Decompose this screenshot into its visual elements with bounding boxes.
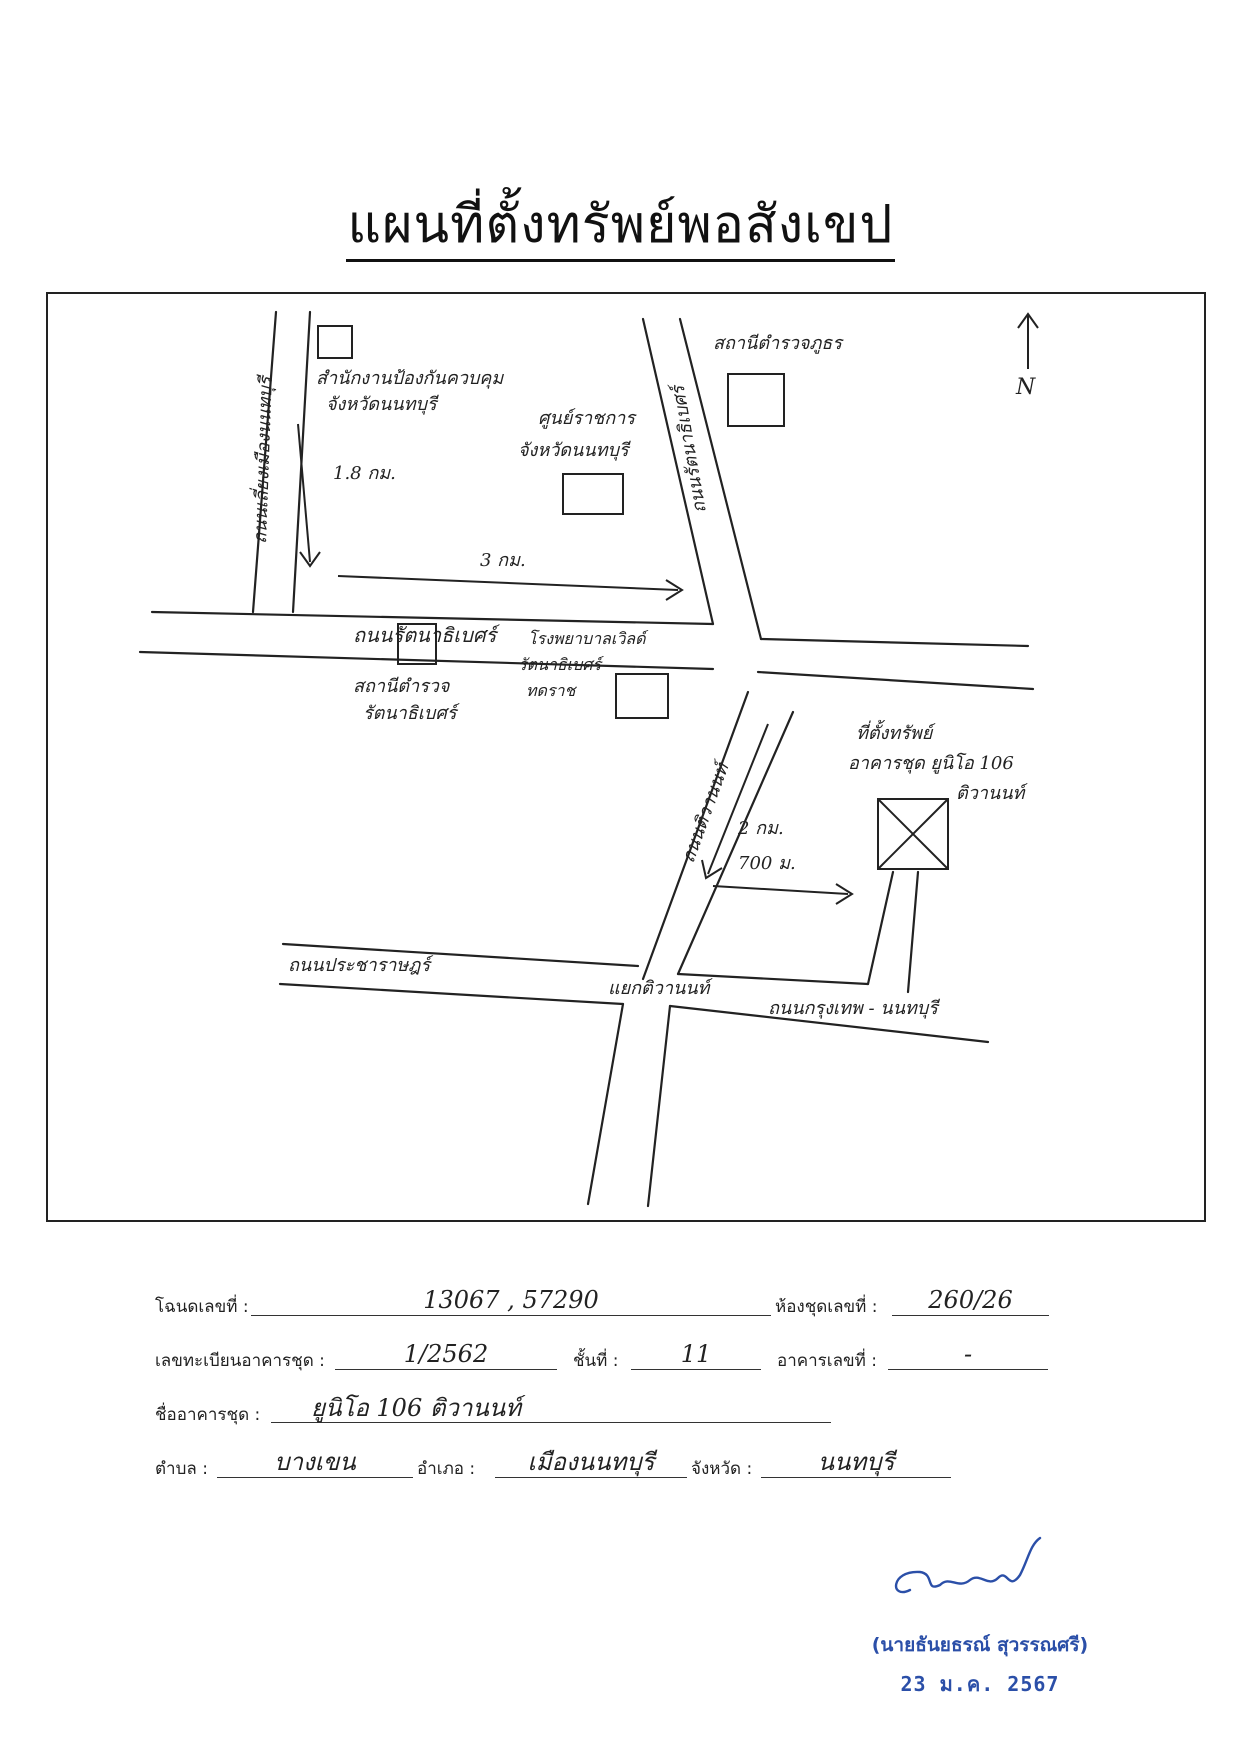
road-tiwanon-edge-1	[641, 690, 750, 981]
label-road-bottom-right: ถนนกรุงเทพ - นนทบุรี	[768, 998, 941, 1019]
reg-value: 1/2562	[335, 1339, 557, 1370]
unit-label: ห้องชุดเลขที่ :	[775, 1297, 878, 1317]
subdistrict-value: บางเขน	[217, 1447, 413, 1478]
deed-value: 13067 , 57290	[251, 1285, 771, 1316]
label-distance-1: 1.8 กม.	[333, 463, 396, 484]
road-bottom-edge-bottom-left	[278, 982, 625, 1006]
road-south-edge-2	[646, 1004, 672, 1208]
signature-block: (นายธันยธรณ์ สุวรรณศรี) 23 ม.ค. 2567	[860, 1530, 1100, 1730]
road-main-top-edge-right	[759, 637, 1030, 648]
building-no-label: อาคารเลขที่ :	[777, 1351, 877, 1371]
label-road-mid: ถนนรัตนาธิเบศร์	[667, 380, 711, 515]
north-label: N	[1015, 375, 1036, 400]
road-mid-upper-edge-1	[641, 317, 715, 626]
label-distance-3: 2 กม.	[737, 818, 784, 839]
page-title-text: แผนที่ตั้งทรัพย์พอสังเขป	[345, 195, 896, 262]
label-police-bottom: สถานีตำรวจ รัตนาธิเบศร์	[353, 676, 460, 724]
form-row-location: ตำบล : บางเขน อำเภอ : เมืองนนทบุรี จังหว…	[155, 1447, 1055, 1487]
deed-label: โฉนดเลขที่ :	[155, 1297, 249, 1317]
label-distance-2: 3 กม.	[480, 550, 526, 571]
floor-label: ชั้นที่ :	[573, 1351, 619, 1371]
road-south-edge-1	[586, 1002, 625, 1206]
signer-name: (นายธันยธรณ์ สุวรรณศรี)	[871, 1634, 1089, 1656]
district-label: อำเภอ :	[417, 1459, 476, 1479]
label-police-top: สถานีตำรวจภูธร	[713, 333, 844, 354]
label-property: ที่ตั้งทรัพย์ อาคารชุด ยูนิโอ 106 ติวานน…	[848, 719, 1028, 804]
location-map: N สำนักงานป้องกันควบคุม จังหวัดนนทบุรี ส…	[46, 292, 1206, 1222]
form-row-deed: โฉนดเลขที่ : 13067 , 57290 ห้องชุดเลขที่…	[155, 1285, 1055, 1325]
label-hospital: โรงพยาบาลเวิลด์ รัตนาธิเบศร์ ทดราช	[518, 629, 651, 700]
building-hospital	[615, 673, 669, 719]
building-police-bottom	[397, 623, 437, 665]
label-road-left: ถนนเลี่ยงเมืองนนทบุรี	[247, 373, 277, 544]
label-intersection: แยกติวานนท์	[608, 978, 713, 999]
road-main-top-edge	[150, 610, 715, 626]
road-bottom-edge-top-right	[676, 972, 870, 986]
label-office: สำนักงานป้องกันควบคุม จังหวัดนนทบุรี	[316, 368, 509, 415]
form-row-building-name: ชื่ออาคารชุด : ยูนิโอ 106 ติวานนท์	[155, 1393, 1055, 1433]
road-main-bottom-edge	[138, 650, 715, 671]
road-mid-upper-edge-2	[678, 317, 763, 641]
building-property	[877, 798, 949, 870]
label-road-main: ถนนรัตนาธิเบศร์	[353, 623, 500, 647]
province-value: นนทบุรี	[761, 1447, 951, 1478]
north-arrow-icon	[1017, 312, 1039, 369]
signature-date: 23 ม.ค. 2567	[900, 1672, 1060, 1696]
label-road-tiwanon: ถนนติวานนท์	[678, 757, 735, 866]
building-govt-center	[562, 473, 624, 515]
label-govt-center: ศูนย์ราชการ จังหวัดนนทบุรี	[518, 408, 641, 461]
reg-label: เลขทะเบียนอาคารชุด :	[155, 1351, 325, 1371]
building-no-value: -	[888, 1339, 1048, 1370]
province-label: จังหวัด :	[691, 1459, 753, 1479]
building-police-top	[727, 373, 785, 427]
road-bottom-edge-bottom-right	[668, 1004, 990, 1044]
page-title: แผนที่ตั้งทรัพย์พอสังเขป	[0, 182, 1241, 265]
district-value: เมืองนนทบุรี	[495, 1447, 687, 1478]
label-road-bottom-left: ถนนประชาราษฎร์	[288, 955, 434, 976]
floor-value: 11	[631, 1339, 761, 1370]
road-bottom-edge-top-left	[281, 942, 640, 968]
building-name-label: ชื่ออาคารชุด :	[155, 1405, 261, 1425]
building-name-value: ยูนิโอ 106 ติวานนท์	[271, 1393, 831, 1423]
map-drawing: N สำนักงานป้องกันควบคุม จังหวัดนนทบุรี ส…	[138, 310, 1039, 1208]
road-access-edge-2	[906, 870, 920, 994]
unit-value: 260/26	[892, 1285, 1049, 1316]
road-access-edge-1	[866, 870, 895, 986]
building-office	[317, 325, 353, 359]
form-row-registration: เลขทะเบียนอาคารชุด : 1/2562 ชั้นที่ : 11…	[155, 1339, 1055, 1379]
road-main-bottom-edge-right	[756, 670, 1035, 691]
subdistrict-label: ตำบล :	[155, 1459, 208, 1479]
signature-mark	[895, 1536, 1042, 1594]
label-distance-4: 700 ม.	[738, 853, 796, 874]
road-left-edge-1	[251, 310, 278, 614]
road-tiwanon-edge-2	[676, 710, 795, 976]
